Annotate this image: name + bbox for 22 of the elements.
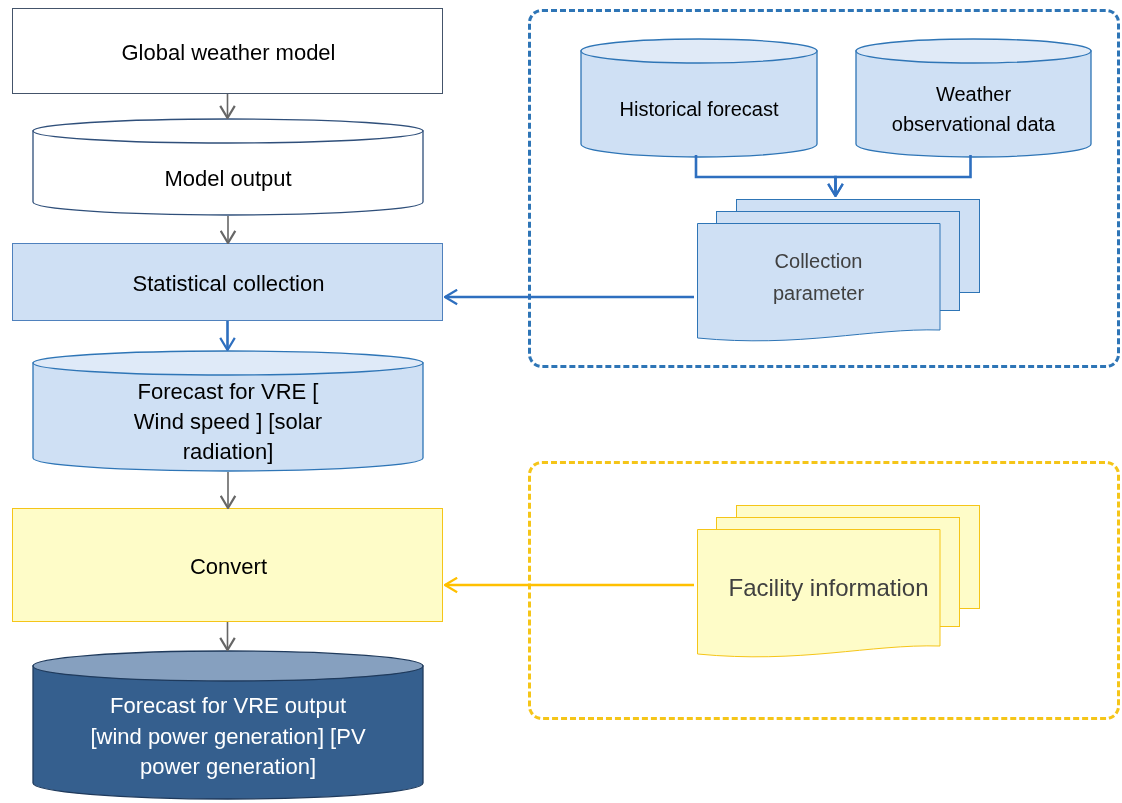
group-frame [528, 9, 1120, 368]
node-label: Forecast for VRE output [wind power generation] [PV power generation] [89, 691, 367, 782]
arrow [443, 288, 694, 306]
process-box [12, 508, 443, 622]
node-label: Forecast for VRE [ Wind speed ] [solar radiation] [132, 378, 324, 466]
arrow [219, 93, 236, 120]
arrow [219, 215, 237, 245]
node-label: Convert [189, 552, 267, 581]
node-label: Collection parameter [771, 248, 866, 306]
arrow [219, 321, 236, 352]
group-frame [528, 461, 1120, 720]
node-label: Weather observational data [890, 82, 1057, 137]
process-box [12, 243, 443, 321]
process-box [12, 8, 443, 94]
node-label: Historical forecast [619, 97, 779, 122]
arrow [443, 576, 694, 594]
arrow [219, 471, 237, 510]
arrow [219, 621, 236, 652]
node-label: Global weather model [121, 38, 336, 67]
node-label: Statistical collection [132, 269, 325, 298]
node-label: Model output [164, 164, 292, 193]
node-label: Facility information [727, 572, 929, 603]
